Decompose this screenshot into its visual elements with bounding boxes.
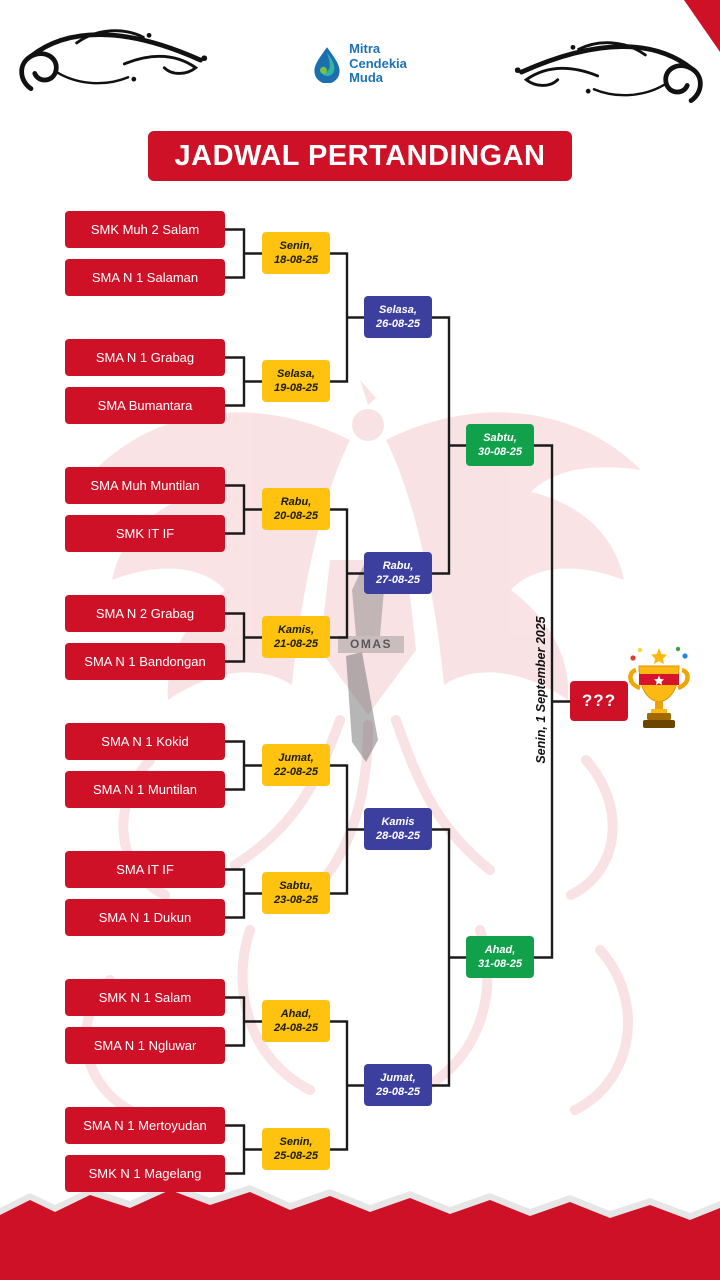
match-round2-1: Selasa, 26-08-25 [364,296,432,338]
match-semifinal-1: Sabtu, 30-08-25 [466,424,534,466]
match-day: Rabu, [382,559,414,572]
team-box: SMA N 1 Kokid [65,723,225,760]
match-date: 22-08-25 [273,766,319,778]
team-box: SMA N 1 Muntilan [65,771,225,808]
match-date: 23-08-25 [273,894,319,906]
match-date: 27-08-25 [375,574,421,586]
team-box: SMK IT IF [65,515,225,552]
team-box: SMA Bumantara [65,387,225,424]
team-box: SMA N 1 Ngluwar [65,1027,225,1064]
match-day: Senin, [279,239,313,252]
match-round2-3: Kamis 28-08-25 [364,808,432,850]
corner-triangle [684,0,720,52]
match-date: 25-08-25 [273,1150,319,1162]
match-day: Kamis [381,815,415,828]
match-day: Rabu, [280,495,312,508]
match-round1-2: Selasa, 19-08-25 [262,360,330,402]
logo-text: Mitra Cendekia Muda [349,41,407,86]
bracket-lines [225,228,570,1175]
trophy-icon [628,646,690,728]
match-day: Sabtu, [279,879,313,892]
flourish-ornament-right [514,41,703,104]
match-day: Senin, [279,1135,313,1148]
team-box: SMA N 1 Salaman [65,259,225,296]
match-date: 30-08-25 [477,446,523,458]
match-round2-4: Jumat, 29-08-25 [364,1064,432,1106]
team-box: SMA N 2 Grabag [65,595,225,632]
match-date: 19-08-25 [273,382,319,394]
torn-paper-edge [0,1183,720,1280]
match-day: Sabtu, [483,431,517,444]
match-round2-2: Rabu, 27-08-25 [364,552,432,594]
match-date: 31-08-25 [477,958,523,970]
logo-line: Mitra [349,41,381,56]
watermark-text: OMAS [350,637,392,651]
team-box: SMA IT IF [65,851,225,888]
team-box: SMK Muh 2 Salam [65,211,225,248]
team-box: SMA N 1 Grabag [65,339,225,376]
match-day: Jumat, [380,1071,416,1084]
match-date: 20-08-25 [273,510,319,522]
team-box: SMA N 1 Mertoyudan [65,1107,225,1144]
match-round1-5: Jumat, 22-08-25 [262,744,330,786]
match-day: Ahad, [280,1007,312,1020]
champion-box: ??? [570,681,628,721]
match-round1-6: Sabtu, 23-08-25 [262,872,330,914]
match-round1-1: Senin, 18-08-25 [262,232,330,274]
team-box: SMK N 1 Magelang [65,1155,225,1192]
team-box: SMA Muh Muntilan [65,467,225,504]
logo-line: Muda [349,70,384,86]
match-round1-7: Ahad, 24-08-25 [262,1000,330,1042]
team-box: SMA N 1 Dukun [65,899,225,936]
match-date: 18-08-25 [273,254,319,266]
team-box: SMK N 1 Salam [65,979,225,1016]
match-round1-4: Kamis, 21-08-25 [262,616,330,658]
match-day: Selasa, [277,367,315,380]
match-semifinal-2: Ahad, 31-08-25 [466,936,534,978]
flourish-ornament-left [19,29,208,92]
team-box: SMA N 1 Bandongan [65,643,225,680]
match-round1-8: Senin, 25-08-25 [262,1128,330,1170]
logo: Mitra Cendekia Muda [0,41,720,86]
match-day: Kamis, [277,623,315,636]
logo-drop-icon [314,47,340,83]
match-date: 29-08-25 [375,1086,421,1098]
logo-line: Cendekia [349,55,407,71]
match-date: 24-08-25 [273,1022,319,1034]
page-title: JADWAL PERTANDINGAN [148,131,572,181]
final-schedule-label: Senin, 1 September 2025 [534,616,548,764]
match-date: 28-08-25 [375,830,421,842]
match-round1-3: Rabu, 20-08-25 [262,488,330,530]
match-date: 26-08-25 [375,318,421,330]
match-day: Ahad, [484,943,516,956]
match-day: Jumat, [278,751,314,764]
match-date: 21-08-25 [273,638,319,650]
match-day: Selasa, [379,303,417,316]
